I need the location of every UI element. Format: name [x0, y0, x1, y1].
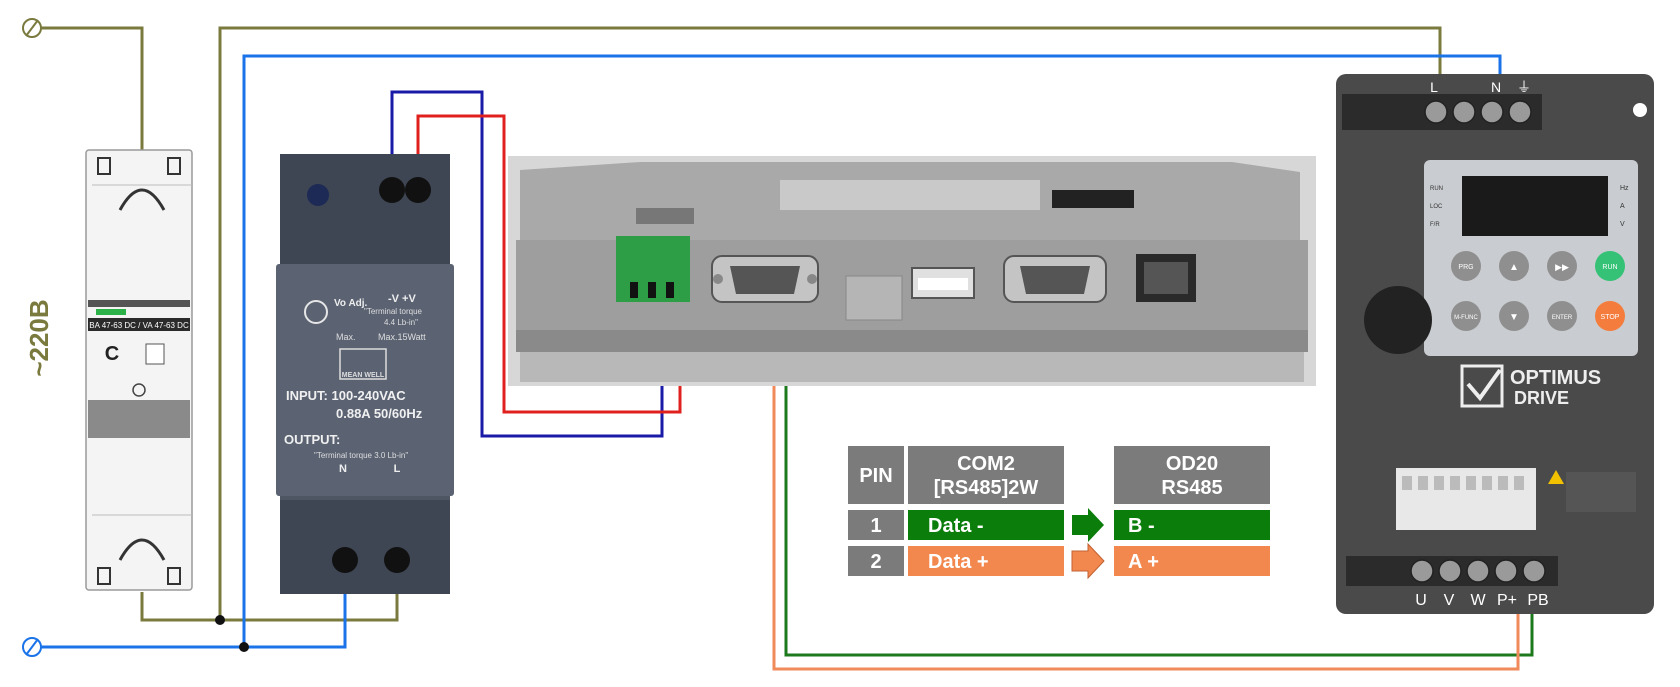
wire-phase-to-breaker [41, 26, 144, 150]
wire-psu-plus [416, 114, 682, 414]
table-row-1-pin: 1 [870, 515, 881, 537]
warning-icon [1548, 470, 1564, 484]
drive-term-pb: PB [1527, 592, 1548, 609]
psu-brand-label: MEAN WELL [342, 372, 385, 379]
drive-key-mfunc: M-FUNC [1454, 315, 1478, 321]
drive-term-v: V [1444, 592, 1455, 609]
arrow-right-icon [1072, 508, 1104, 542]
drive-unit-a: A [1620, 203, 1625, 210]
psu-output-label: OUTPUT: [284, 432, 340, 447]
hmi-ethernet-port [1136, 254, 1196, 302]
table-od-header-1: OD20 [1166, 453, 1218, 475]
drive-term-w: W [1470, 592, 1486, 609]
junction-dot-olive [215, 615, 225, 625]
psu-max-watt: Max.15Watt [378, 332, 426, 342]
drive-indicator-run: RUN [1430, 186, 1443, 192]
drive-brand-line-1: OPTIMUS [1510, 367, 1601, 389]
drive-indicator-loc: LOC [1430, 204, 1443, 210]
mean-well-logo [339, 348, 387, 380]
psu-adj-label: Vo Adj. [334, 298, 368, 309]
hmi-com1-port [1003, 255, 1107, 303]
psu-max-label: Max. [336, 332, 356, 342]
hmi-panel [508, 156, 1316, 386]
hmi-usb-port [911, 267, 975, 299]
wire-phase-to-drive [218, 26, 1442, 620]
table-row-2-com: Data + [928, 551, 989, 573]
drive-term-u: U [1415, 592, 1427, 609]
drive-term-n: N [1491, 79, 1501, 95]
psu-term-n: N [339, 463, 347, 475]
psu-input-line-1: INPUT: 100-240VAC [286, 388, 406, 403]
table-row-2-pin: 2 [870, 551, 881, 573]
optimus-drive-logo [1460, 364, 1504, 408]
drive-term-ground: ⏚ [1517, 79, 1531, 95]
table-row-1-com: Data - [928, 515, 984, 537]
drive-keys [1451, 251, 1625, 331]
drive-term-l: L [1430, 79, 1438, 95]
circuit-breaker: BA 47-63 DC / VA 47-63 DC C [85, 149, 193, 591]
drive-key-shift: ▶▶ [1555, 262, 1569, 272]
drive-unit-v: V [1620, 221, 1625, 228]
drive-brand-line-2: DRIVE [1514, 388, 1569, 408]
table-pin-header: PIN [859, 465, 892, 487]
psu-term-l: L [394, 463, 401, 475]
supply-voltage-label: ~220B [24, 299, 54, 376]
drive-display [1462, 176, 1608, 236]
hmi-com2-port [711, 255, 819, 303]
table-row-2-od: A + [1128, 551, 1159, 573]
junction-dot-blue [239, 642, 249, 652]
breaker-curve-label: C [105, 343, 119, 365]
power-supply: Vo Adj. -V +V "Terminal torque 4.4 Lb-in… [276, 154, 454, 594]
psu-torque-top-label: "Terminal torque [364, 307, 423, 316]
drive-top-terminal-screws [1424, 100, 1532, 124]
psu-torque-bottom-label: "Terminal torque 3.0 Lb-in" [314, 451, 408, 460]
table-od-header-2: RS485 [1161, 477, 1222, 499]
drive-key-enter: ENTER [1552, 315, 1573, 321]
drive-unit-hz: Hz [1620, 185, 1629, 192]
drive-key-stop: STOP [1601, 314, 1620, 321]
drive-potentiometer-knob [1364, 286, 1432, 354]
breaker-model-label: BA 47-63 DC / VA 47-63 DC [89, 321, 189, 330]
psu-output-terminals-label: -V +V [388, 293, 416, 305]
drive-bottom-terminal-screws [1410, 559, 1546, 583]
drive-indicator-fr: F/R [1430, 222, 1440, 228]
drive-key-up: ▲ [1509, 262, 1519, 273]
drive-term-pplus: P+ [1497, 592, 1517, 609]
drive-key-prg: PRG [1458, 264, 1473, 271]
table-com-header-1: COM2 [957, 453, 1015, 475]
adjust-potentiometer-icon [307, 184, 329, 206]
supply-terminal-bottom [22, 637, 42, 657]
table-row-1-od: B - [1128, 515, 1155, 537]
drive-key-run: RUN [1602, 264, 1617, 271]
arrow-right-icon [1071, 542, 1105, 580]
supply-terminal-top [22, 18, 42, 38]
psu-torque-top-value: 4.4 Lb-in" [384, 318, 418, 327]
psu-input-line-2: 0.88A 50/60Hz [336, 406, 423, 421]
drive-key-down: ▼ [1509, 312, 1519, 323]
frequency-drive: L N ⏚ RUN LOC F/R Hz A V PRG ▲ ▶▶ RUN M-… [1336, 74, 1654, 614]
table-com-header-2: [RS485]2W [934, 477, 1039, 499]
pinout-table: PIN COM2 [RS485]2W OD20 RS485 1 Data - B… [848, 446, 1270, 580]
